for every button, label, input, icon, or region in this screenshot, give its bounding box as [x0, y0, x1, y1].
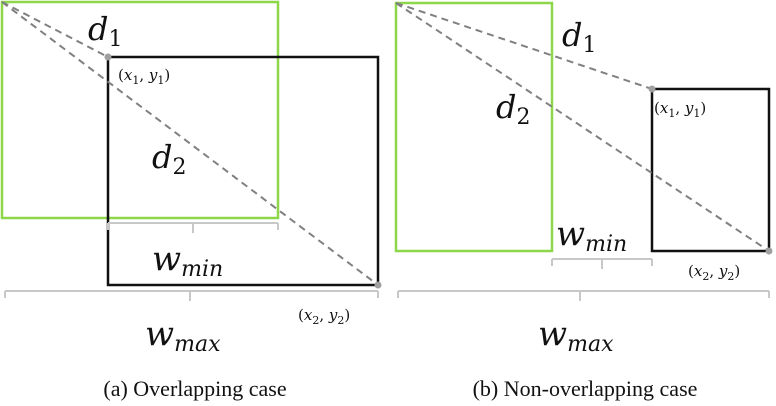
black-box-a [106, 55, 380, 287]
caption-a: (a) Overlapping case [103, 376, 286, 401]
point-bottom-right-b [765, 247, 773, 255]
p1-label-b: (x1, y1) [654, 99, 706, 120]
point-top-left-b [648, 85, 656, 93]
wmin-brace-a [107, 222, 279, 233]
wmax-brace-a [4, 290, 379, 301]
d1-line-a [1, 1, 109, 58]
wmax-label-b: wmax [538, 314, 614, 357]
panel-b: d1 d2 (x1, y1) (x2, y2) wmin wmax (b) No… [394, 1, 773, 401]
wmax-label-a: wmax [145, 314, 221, 357]
p1-label-a: (x1, y1) [118, 66, 170, 87]
p2-label-b: (x2, y2) [688, 262, 740, 283]
d1-line-b [395, 2, 653, 90]
green-box-b [394, 1, 554, 253]
black-box-b [650, 87, 771, 253]
d2-label-a: d2 [152, 138, 186, 180]
wmin-label-b: wmin [556, 214, 627, 257]
d1-label-a: d1 [88, 10, 122, 52]
wmin-label-a: wmin [152, 239, 223, 282]
d1-label-b: d1 [562, 16, 596, 58]
wmax-brace-b [397, 290, 770, 301]
point-bottom-right-a [374, 281, 382, 289]
d2-line-a [1, 1, 379, 286]
d2-label-b: d2 [496, 88, 530, 130]
green-box-a [0, 0, 280, 220]
wmin-brace-b [551, 258, 653, 269]
point-top-left-a [104, 53, 112, 61]
panel-a: d1 d2 (x1, y1) (x2, y2) wmin wmax (a) Ov… [0, 0, 382, 401]
p2-label-a: (x2, y2) [298, 306, 350, 327]
d2-line-b [395, 2, 770, 252]
caption-b: (b) Non-overlapping case [473, 376, 698, 401]
